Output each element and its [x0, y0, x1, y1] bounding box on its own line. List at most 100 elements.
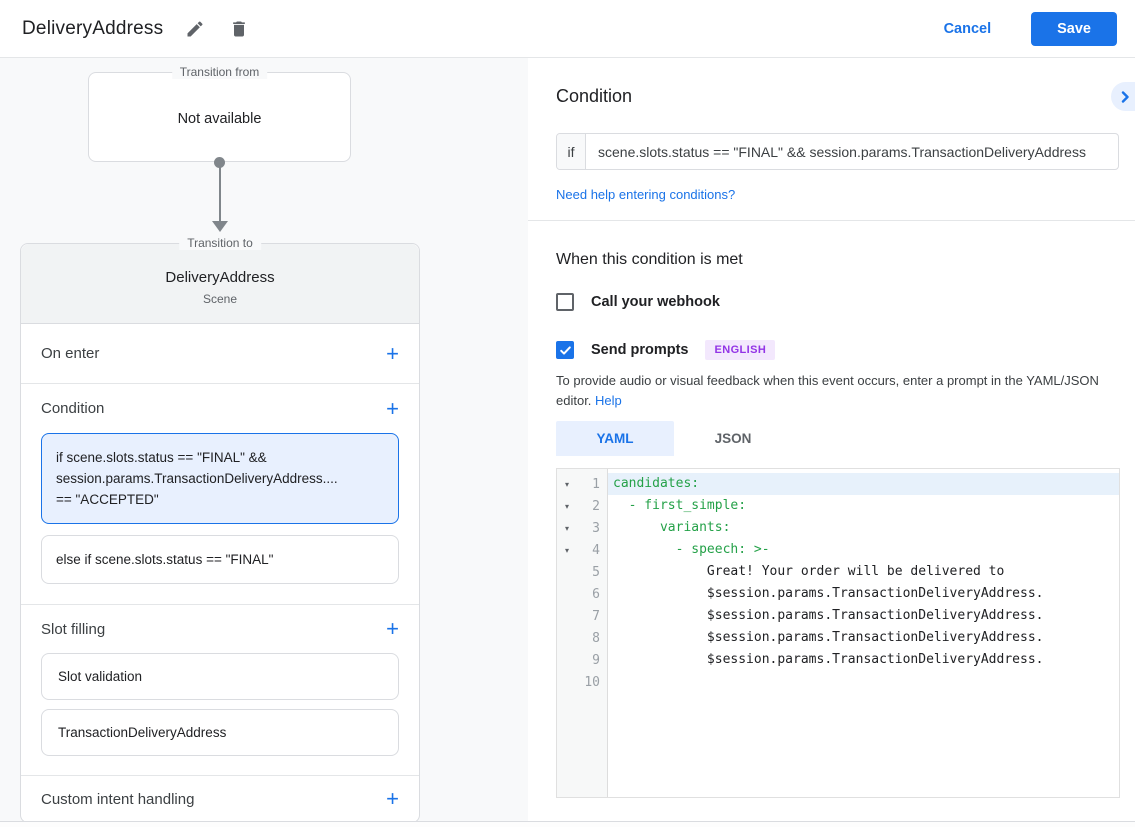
add-condition-icon[interactable]: +: [386, 395, 399, 421]
line-number: 1: [592, 476, 600, 492]
connector-line: [219, 166, 221, 222]
fold-arrow-icon[interactable]: ▾: [564, 479, 569, 489]
condition-section-header[interactable]: Condition +: [21, 384, 419, 433]
condition-card-line: session.params.TransactionDeliveryAddres…: [56, 471, 338, 486]
code-line[interactable]: - first_simple:: [613, 498, 747, 513]
conditions-help-link[interactable]: Need help entering conditions?: [556, 187, 736, 202]
code-line[interactable]: $session.params.TransactionDeliveryAddre…: [613, 608, 1044, 623]
editor-code-area[interactable]: candidates: - first_simple: variants: - …: [608, 469, 1119, 797]
fold-arrow-icon[interactable]: ▾: [564, 501, 569, 511]
slot-filling-label: Slot filling: [41, 620, 106, 638]
condition-card-line: if scene.slots.status == "FINAL" &&: [56, 450, 267, 465]
transition-to-card: Transition to DeliveryAddress Scene On e…: [20, 236, 420, 823]
gutter-row: 10: [557, 671, 607, 693]
chevron-right-icon: [1121, 90, 1129, 103]
fold-arrow-icon[interactable]: ▾: [564, 523, 569, 533]
add-custom-intent-icon[interactable]: +: [386, 786, 399, 811]
send-prompts-checkbox[interactable]: [556, 341, 574, 359]
transition-to-label: Transition to: [179, 236, 261, 250]
section-condition: Condition + if scene.slots.status == "FI…: [21, 384, 419, 605]
condition-card[interactable]: else if scene.slots.status == "FINAL": [41, 535, 399, 584]
gutter-row: 9: [557, 649, 607, 671]
code-line[interactable]: candidates:: [608, 473, 1119, 495]
code-line[interactable]: Great! Your order will be delivered to: [613, 564, 1005, 579]
transition-from-value: Not available: [177, 111, 262, 127]
condition-detail-panel: Condition if scene.slots.status == "FINA…: [528, 58, 1135, 822]
add-slot-icon[interactable]: +: [386, 616, 399, 641]
code-line[interactable]: variants:: [613, 520, 731, 535]
condition-card-line: else if scene.slots.status == "FINAL": [56, 552, 274, 567]
transition-from-label: Transition from: [171, 65, 268, 79]
tab-json[interactable]: JSON: [714, 431, 752, 446]
cancel-button[interactable]: Cancel: [943, 20, 992, 37]
line-number: 6: [592, 586, 600, 602]
when-condition-met-heading: When this condition is met: [556, 251, 743, 268]
prompt-description: To provide audio or visual feedback when…: [556, 371, 1107, 411]
line-number: 2: [592, 498, 600, 514]
checkmark-icon: [559, 345, 571, 355]
section-on-enter[interactable]: On enter +: [21, 324, 419, 384]
section-custom-intent[interactable]: Custom intent handling +: [21, 776, 419, 822]
call-webhook-checkbox[interactable]: [556, 293, 574, 311]
gutter-row: 8: [557, 627, 607, 649]
edit-name-button[interactable]: [183, 17, 207, 41]
condition-label: Condition: [41, 400, 105, 417]
code-line[interactable]: - speech: >-: [613, 542, 770, 557]
slot-card[interactable]: Slot validation: [41, 653, 399, 700]
code-line[interactable]: [608, 671, 1119, 693]
code-line[interactable]: $session.params.TransactionDeliveryAddre…: [613, 630, 1044, 645]
condition-expression-input[interactable]: scene.slots.status == "FINAL" && session…: [598, 143, 1086, 160]
tab-yaml[interactable]: YAML: [556, 421, 674, 456]
condition-card[interactable]: if scene.slots.status == "FINAL" && sessi…: [41, 433, 399, 524]
gutter-row: 5: [557, 561, 607, 583]
language-badge: ENGLISH: [705, 340, 776, 360]
call-webhook-label: Call your webhook: [591, 294, 720, 310]
trash-icon: [233, 21, 246, 36]
prompt-description-text: To provide audio or visual feedback when…: [556, 373, 1099, 408]
pencil-icon: [187, 20, 203, 36]
top-bar: DeliveryAddress Cancel Save: [0, 0, 1135, 58]
slot-card[interactable]: TransactionDeliveryAddress: [41, 709, 399, 756]
delete-scene-button[interactable]: [227, 17, 251, 41]
add-on-enter-icon[interactable]: +: [386, 340, 399, 366]
condition-heading: Condition: [556, 86, 633, 106]
code-line[interactable]: $session.params.TransactionDeliveryAddre…: [613, 652, 1044, 667]
connector-arrowhead-icon: [212, 221, 228, 232]
condition-cards: if scene.slots.status == "FINAL" && sessi…: [21, 433, 419, 584]
help-link[interactable]: Help: [595, 393, 622, 408]
scene-graph-panel: Transition from Not available Transition…: [0, 58, 528, 823]
editor-tabs: YAML JSON: [556, 421, 1135, 456]
transition-from-box: Transition from Not available: [88, 65, 351, 162]
gutter-row: ▾4: [557, 539, 607, 561]
gutter-row: ▾2: [557, 495, 607, 517]
scene-card-header: DeliveryAddress Scene: [21, 244, 419, 324]
fold-arrow-icon[interactable]: ▾: [564, 545, 569, 555]
code-line[interactable]: $session.params.TransactionDeliveryAddre…: [613, 586, 1044, 601]
collapse-panel-button[interactable]: [1111, 82, 1135, 111]
gutter-row: ▾3: [557, 517, 607, 539]
custom-intent-label: Custom intent handling: [41, 790, 195, 808]
line-number: 9: [592, 652, 600, 668]
condition-expression-field[interactable]: if scene.slots.status == "FINAL" && sess…: [556, 133, 1119, 170]
section-divider: [528, 220, 1135, 221]
line-number: 7: [592, 608, 600, 624]
line-number: 3: [592, 520, 600, 536]
save-button[interactable]: Save: [1031, 11, 1117, 46]
gutter-row: ▾1: [557, 473, 607, 495]
line-number: 8: [592, 630, 600, 646]
send-prompts-label: Send prompts: [591, 342, 689, 358]
slot-filling-section-header[interactable]: Slot filling +: [21, 605, 419, 653]
on-enter-label: On enter: [41, 345, 100, 362]
line-number: 5: [592, 564, 600, 580]
send-prompts-row: Send prompts ENGLISH: [556, 340, 1135, 360]
if-prefix-label: if: [557, 134, 586, 169]
scene-type-label: Scene: [202, 292, 238, 306]
line-number: 4: [592, 542, 600, 558]
bottom-strip: [0, 821, 1135, 827]
connector-dot: [214, 157, 225, 168]
